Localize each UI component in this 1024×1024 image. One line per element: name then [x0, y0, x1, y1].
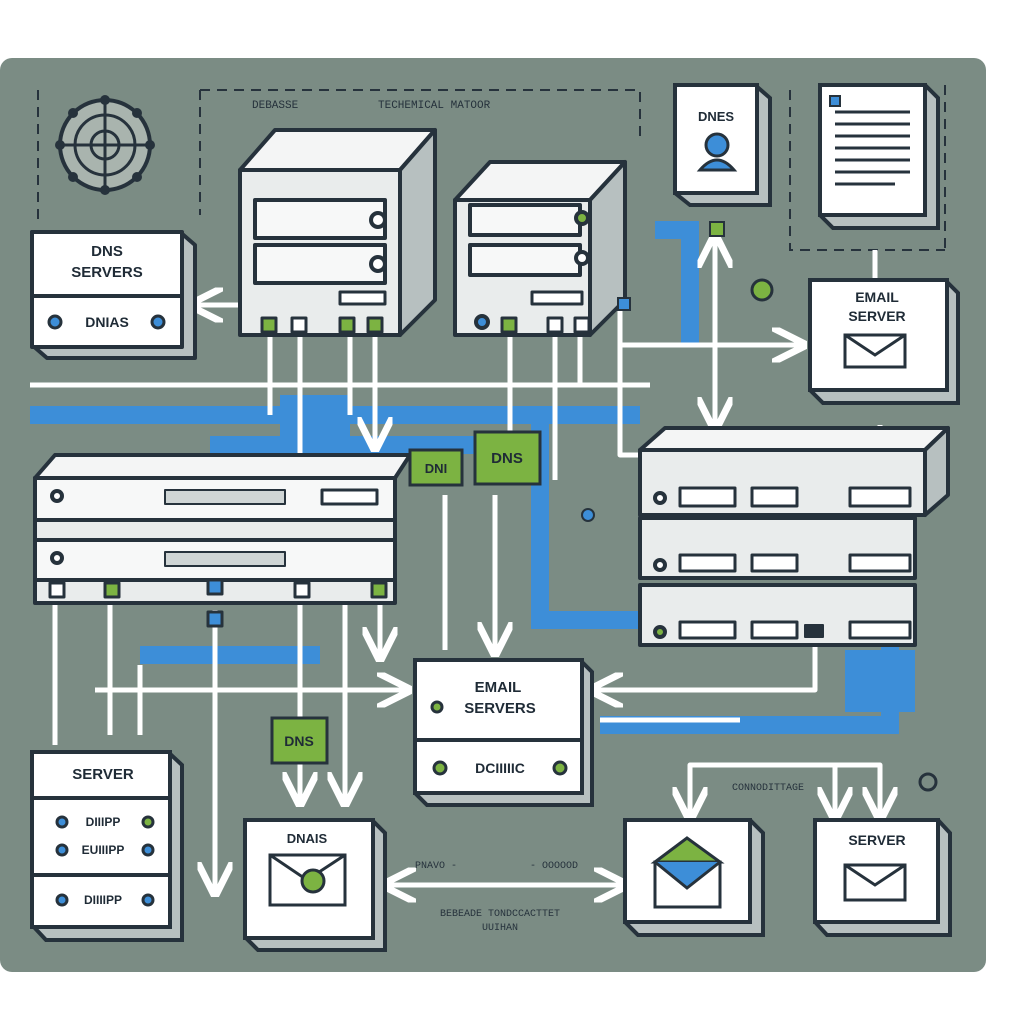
blue-block-2	[280, 395, 350, 440]
dns-tag-bottom-label: DNS	[284, 733, 314, 749]
green-dot-icon	[300, 868, 326, 894]
rack-server-large-left	[33, 453, 412, 628]
dns-tag-bottom	[270, 716, 329, 765]
email-server-title-1: EMAIL	[855, 289, 899, 305]
server-box-left	[30, 750, 184, 942]
server-left-item-1: DIIIPP	[86, 815, 121, 829]
server-left-title: SERVER	[72, 766, 134, 783]
server-bottom-right-title: SERVER	[848, 832, 905, 848]
dns-servers-sub: DNIAS	[85, 314, 129, 330]
dni-tag-label: DNI	[425, 461, 447, 476]
bottom-caption-2: UUIHAN	[482, 923, 518, 934]
dns-servers-box	[30, 230, 197, 360]
dns-servers-title-2: SERVERS	[71, 264, 142, 281]
connector-label: CONNODITTAGE	[732, 783, 804, 794]
email-server-box	[808, 278, 960, 405]
rack-server-top-right	[453, 160, 627, 337]
email-servers-title-1: EMAIL	[475, 679, 522, 696]
email-envelope-card	[623, 818, 765, 937]
dns-tag-top	[473, 430, 542, 486]
email-servers-title-2: SERVERS	[464, 700, 535, 717]
decor-dots	[581, 221, 938, 792]
bottom-caption-1: BEBEADE TONDCCACTTET	[440, 909, 560, 920]
dns-tag-top-label: DNS	[491, 450, 523, 467]
dns-user-card-title: DNES	[698, 109, 734, 124]
mid-left-caption: PNAVO -	[415, 861, 457, 872]
rack-server-stacked-right	[638, 426, 950, 647]
user-icon	[696, 132, 738, 172]
email-servers-box	[413, 658, 594, 807]
dns-servers-title-1: DNS	[91, 243, 123, 260]
email-servers-sub: DCIIIIIC	[475, 760, 525, 776]
network-globe-icon	[55, 95, 155, 195]
document-icon	[818, 83, 940, 230]
server-left-item-2: EUIIIPP	[82, 843, 125, 857]
dnais-card-title: DNAIS	[287, 831, 328, 846]
server-box-bottom-right	[813, 818, 952, 937]
rack-server-top-left	[238, 128, 437, 337]
mid-right-caption: - OOOOOD	[530, 861, 578, 872]
dashed-frame	[37, 85, 946, 251]
header-right-caption: TECHEMICAL MATOOR	[378, 100, 491, 112]
blue-block	[845, 650, 915, 712]
email-server-title-2: SERVER	[848, 308, 905, 324]
header-left-caption: DEBASSE	[252, 100, 299, 112]
dni-tag	[408, 448, 464, 487]
server-left-item-3: DIIIIPP	[84, 893, 122, 907]
